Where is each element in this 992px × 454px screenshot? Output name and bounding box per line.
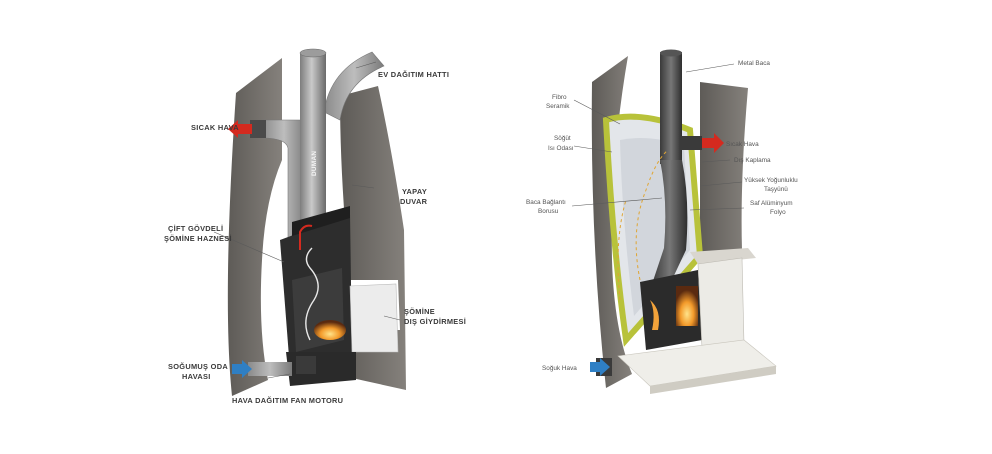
label-sogut-2: Isı Odası [548, 145, 574, 152]
right-stove-flame [650, 300, 659, 330]
label-metal-baca: Metal Baca [738, 60, 770, 67]
flue-pipe-top [299, 48, 327, 58]
mantel-shelf [690, 248, 756, 264]
label-fan-motoru: HAVA DAĞITIM FAN MOTORU [232, 396, 343, 405]
right-diagram: Metal Baca Fibro Seramik Söğüt Isı Odası… [526, 49, 798, 394]
artificial-wall [340, 86, 406, 390]
label-cift-govdeli-1: ÇİFT GÖVDELİ [168, 224, 223, 233]
label-yapay-1: YAPAY [402, 187, 427, 196]
cold-air-duct-left [248, 362, 292, 376]
label-sicak-hava-right: Sıcak Hava [726, 141, 759, 148]
left-back-wall [227, 58, 282, 396]
label-baca-2: Borusu [538, 208, 559, 215]
heat-flow-2 [617, 199, 627, 301]
label-yapay-2: DUVAR [400, 197, 428, 206]
right-hearth-front [650, 366, 776, 394]
left-hot-flow [299, 224, 313, 250]
hot-air-arrow-left [228, 120, 252, 138]
label-fibro-1: Fibro [552, 94, 567, 101]
right-outer-wall [700, 82, 748, 254]
left-firebox-top [292, 206, 350, 236]
cold-air-arrow-left [232, 360, 252, 378]
label-somine-dis-2: DIŞ GİYDİRMESİ [404, 317, 466, 326]
label-saf-1: Saf Alüminyum [750, 200, 793, 207]
metal-flue-top [660, 49, 682, 57]
label-duman: DUMAN [311, 151, 318, 176]
label-baca-1: Baca Bağlantı [526, 199, 566, 206]
flex-duct-top [323, 51, 385, 121]
right-surround [697, 257, 745, 349]
label-sogumus-1: SOĞUMUŞ ODA [168, 362, 228, 371]
fireplace-surround [349, 283, 399, 353]
hot-air-outlet-right [680, 136, 702, 150]
left-smoke-path [305, 247, 319, 341]
metal-flue [660, 52, 682, 164]
cold-air-arrow-right [590, 358, 610, 376]
right-stove-window [676, 286, 698, 326]
label-cift-govdeli-2: ŞÖMİNE HAZNESİ [164, 234, 232, 243]
label-sogut-1: Söğüt [554, 135, 571, 142]
hot-air-outlet-left [250, 120, 266, 138]
heat-flow-1 [635, 149, 669, 281]
label-sicak-hava-left: SICAK HAVA [191, 123, 239, 132]
label-somine-dis-1: ŞÖMİNE [404, 307, 435, 316]
left-fire [314, 320, 346, 340]
label-saf-2: Folyo [770, 209, 786, 216]
label-ev-dagitim: EV DAĞITIM HATTI [378, 70, 449, 79]
label-fibro-2: Seramik [546, 103, 570, 110]
label-sogumus-2: HAVASI [182, 372, 211, 381]
label-yuksek-2: Taşyünü [764, 186, 788, 193]
flue-pipe [300, 52, 326, 222]
label-soguk-hava: Soğuk Hava [542, 365, 577, 372]
left-diagram: EV DAĞITIM HATTI SICAK HAVA DUMAN YAPAY … [164, 48, 466, 405]
label-yuksek-1: Yüksek Yoğunluklu [744, 177, 798, 184]
label-dis-kaplama: Dış Kaplama [734, 157, 771, 164]
fan-motor [296, 356, 316, 374]
connection-pipe [652, 160, 688, 284]
hot-air-arrow-right [702, 133, 724, 153]
